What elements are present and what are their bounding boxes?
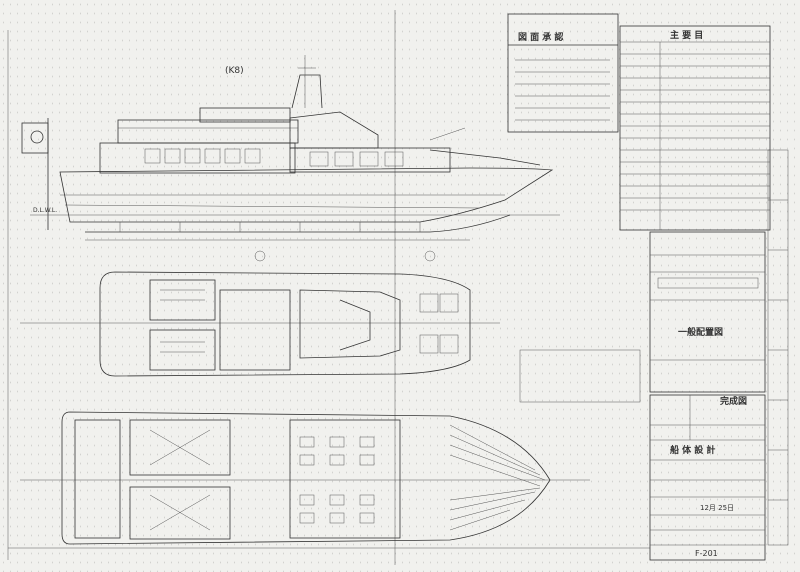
handwritten-note: (K8) [225, 66, 244, 76]
stamp-title: 図 面 承 認 [518, 31, 563, 43]
completion-stamp: 完成図 [720, 395, 747, 407]
main-deck-plan [20, 411, 590, 545]
title-block [649, 149, 789, 561]
hull-block-title: 船 体 設 計 [670, 444, 715, 456]
upper-deck-plan [20, 271, 500, 377]
particulars-title: 主 要 目 [670, 29, 703, 41]
note-stamp [519, 349, 641, 403]
dlwl-label: D.L.W.L. [33, 207, 57, 214]
hull-block-date: 12月 25日 [700, 504, 734, 512]
drawing-title: 一般配置図 [678, 326, 723, 338]
approval-stamp [507, 13, 619, 133]
drawing-number: F-201 [695, 549, 718, 558]
side-elevation: D.L.W.L. [21, 55, 560, 262]
particulars-table [619, 25, 771, 231]
